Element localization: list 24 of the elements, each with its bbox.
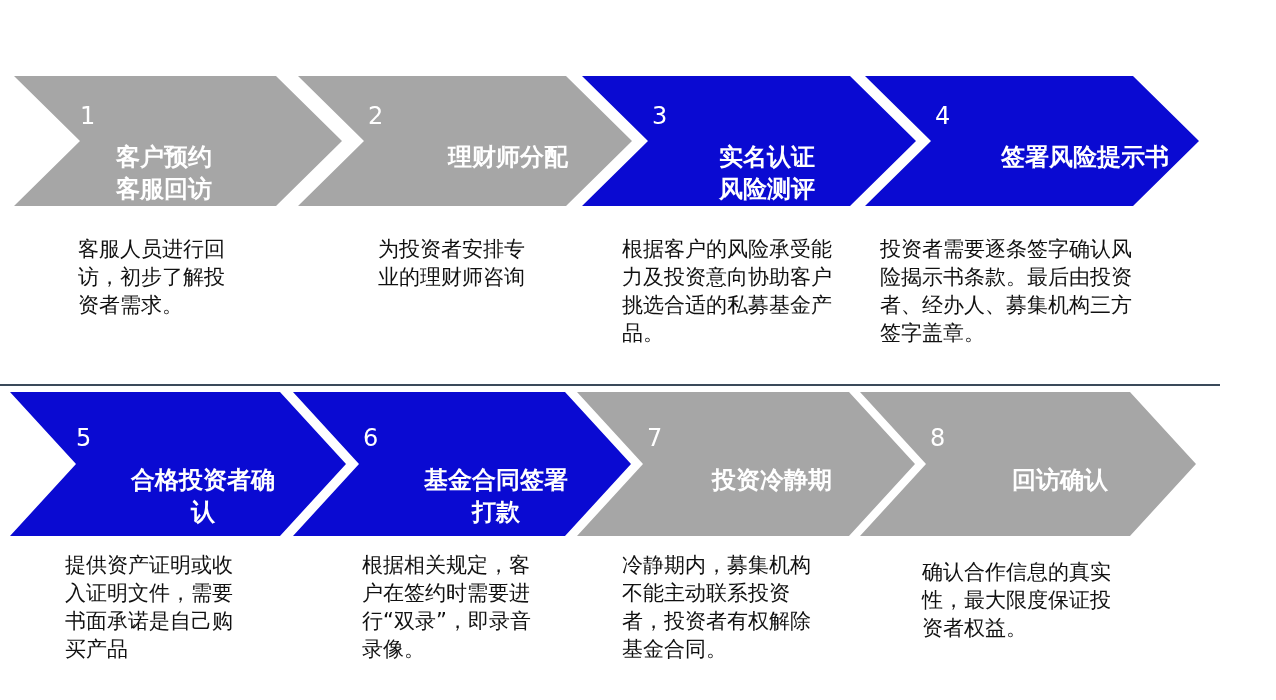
step-description: 为投资者安排专业的理财师咨询 [378, 236, 526, 291]
step-title: 实名认证风险测评 [718, 142, 816, 205]
step-number: 3 [652, 102, 668, 130]
step-description: 根据相关规定，客户在签约时需要进行“双录”，即录音录像。 [362, 552, 532, 663]
step-title: 理财师分配 [446, 142, 569, 173]
step-number: 1 [80, 102, 96, 130]
step-description: 根据客户的风险承受能力及投资意向协助客户挑选合适的私募基金产品。 [622, 236, 833, 347]
step-description: 确认合作信息的真实性，最大限度保证投资者权益。 [922, 559, 1112, 642]
step-title: 投资冷静期 [710, 465, 833, 496]
step-title: 签署风险提示书 [1000, 142, 1170, 173]
step-title: 基金合同签署打款 [422, 465, 569, 528]
step-title: 客户预约客服回访 [115, 142, 213, 205]
step-number: 4 [935, 102, 951, 130]
step-number: 5 [76, 424, 92, 452]
step-description: 冷静期内，募集机构不能主动联系投资者，投资者有权解除基金合同。 [622, 552, 812, 663]
step-number: 8 [930, 424, 946, 452]
step-number: 2 [368, 102, 384, 130]
step-number: 7 [647, 424, 663, 452]
step-description: 客服人员进行回访，初步了解投资者需求。 [78, 236, 226, 319]
step-description: 提供资产证明或收入证明文件，需要书面承诺是自己购买产品 [65, 552, 234, 663]
step-number: 6 [363, 424, 379, 452]
step-description: 投资者需要逐条签字确认风险揭示书条款。最后由投资者、经办人、募集机构三方签字盖章。 [880, 236, 1133, 347]
step-title: 回访确认 [1011, 465, 1109, 496]
step-title: 合格投资者确认 [129, 465, 276, 528]
